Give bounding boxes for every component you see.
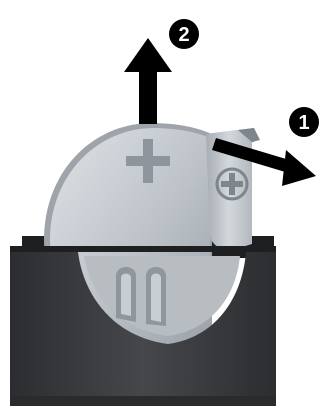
socket-top-edge bbox=[10, 246, 276, 252]
socket-front bbox=[10, 246, 276, 406]
numbered-circle-icon bbox=[169, 19, 199, 49]
arrow-up-icon bbox=[124, 38, 172, 124]
contact-finger-right-inner bbox=[151, 273, 161, 322]
retaining-clip bbox=[206, 128, 260, 250]
step-2-label: 2 bbox=[178, 24, 189, 46]
numbered-circle-icon bbox=[289, 107, 319, 137]
clip-plus-icon bbox=[215, 167, 249, 201]
plus-icon bbox=[126, 139, 170, 183]
socket-bottom-shadow bbox=[10, 396, 276, 406]
clip-spine bbox=[238, 128, 260, 142]
step-2-badge: 2 bbox=[169, 19, 199, 49]
arrow-right-icon bbox=[212, 138, 316, 186]
battery-socket bbox=[10, 246, 276, 406]
step-1-badge: 1 bbox=[289, 107, 319, 137]
contact-finger-left-inner bbox=[121, 273, 131, 316]
step-1-label: 1 bbox=[298, 112, 309, 134]
